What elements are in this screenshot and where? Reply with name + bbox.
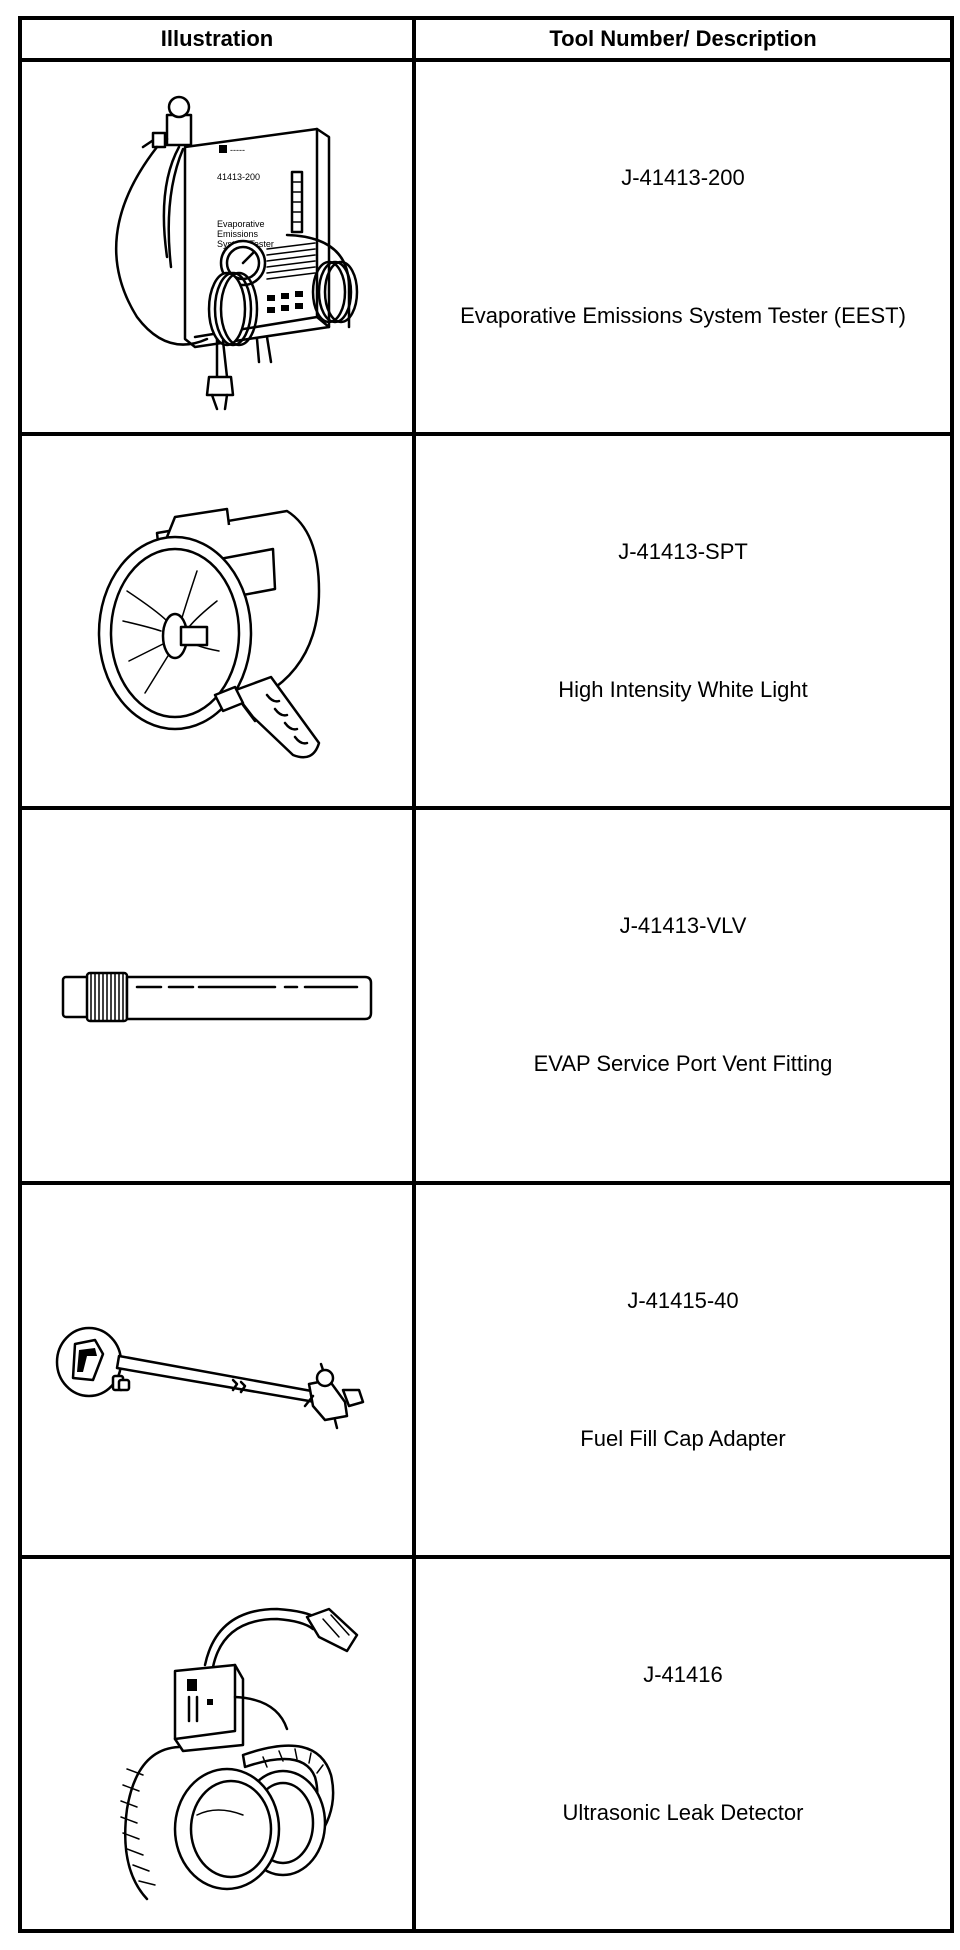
leak-detector-icon	[120, 1607, 359, 1901]
tool-number: J-41416	[643, 1661, 723, 1687]
table-row: J-41413-VLV EVAP Service Port Vent Fitti…	[18, 806, 954, 1185]
tool-number: J-41415-40	[627, 1287, 739, 1313]
cap-adapter-icon	[55, 1326, 365, 1429]
tool-number: J-41413-200	[621, 165, 745, 191]
vent-fitting-icon	[61, 972, 373, 1023]
svg-text:-----: -----	[230, 145, 245, 155]
description-cell: J-41416 Ultrasonic Leak Detector	[412, 1554, 954, 1934]
illustration-header: Illustration	[18, 16, 416, 62]
tools-table: Illustration Tool Number/ Description --…	[18, 16, 954, 1934]
tool-description: Ultrasonic Leak Detector	[562, 1799, 804, 1825]
device-label: 41413-200	[217, 172, 260, 182]
description-cell: J-41413-SPT High Intensity White Light	[412, 432, 954, 811]
table-row: J-41416 Ultrasonic Leak Detector	[18, 1554, 954, 1934]
svg-text:Evaporative: Evaporative	[217, 219, 265, 229]
tool-description: EVAP Service Port Vent Fitting	[533, 1051, 833, 1077]
table-row: J-41413-SPT High Intensity White Light	[18, 432, 954, 811]
spotlight-icon	[97, 508, 321, 759]
illustration-cell	[18, 806, 416, 1185]
tool-description-header: Tool Number/ Description	[412, 16, 954, 62]
illustration-cell: ----- 41413-200 Evaporative Emissions Sy…	[18, 57, 416, 437]
tool-description: Evaporative Emissions System Tester (EES…	[460, 303, 906, 329]
tool-number: J-41413-SPT	[618, 539, 748, 565]
svg-text:Emissions: Emissions	[217, 229, 259, 239]
tool-description: Fuel Fill Cap Adapter	[580, 1425, 786, 1451]
tool-number: J-41413-VLV	[619, 913, 747, 939]
table-header-row: Illustration Tool Number/ Description	[18, 16, 954, 62]
illustration-cell	[18, 432, 416, 811]
tool-description: High Intensity White Light	[558, 677, 808, 703]
illustration-cell	[18, 1554, 416, 1934]
evap-tester-icon: ----- 41413-200 Evaporative Emissions Sy…	[114, 95, 359, 411]
description-cell: J-41413-200 Evaporative Emissions System…	[412, 57, 954, 437]
description-cell: J-41413-VLV EVAP Service Port Vent Fitti…	[412, 806, 954, 1185]
description-cell: J-41415-40 Fuel Fill Cap Adapter	[412, 1180, 954, 1559]
illustration-cell	[18, 1180, 416, 1559]
table-row: ----- 41413-200 Evaporative Emissions Sy…	[18, 57, 954, 437]
table-row: J-41415-40 Fuel Fill Cap Adapter	[18, 1180, 954, 1559]
